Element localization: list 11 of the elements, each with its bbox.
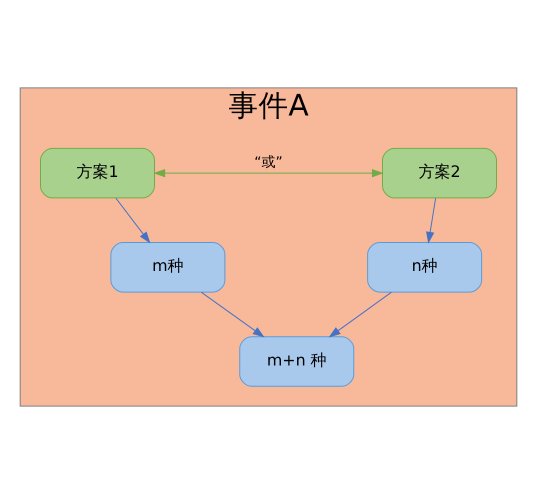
arrow bbox=[200, 292, 265, 338]
arrow bbox=[328, 292, 392, 338]
arrow bbox=[426, 198, 436, 244]
node-box: m+n 种 bbox=[239, 336, 354, 387]
node-box: n种 bbox=[367, 242, 482, 293]
node-box: 方案2 bbox=[382, 148, 497, 198]
arrow bbox=[153, 168, 384, 178]
node-box: m种 bbox=[110, 242, 226, 293]
node-box: 方案1 bbox=[40, 148, 155, 198]
arrow bbox=[116, 198, 150, 244]
edge-label: “或” bbox=[254, 154, 283, 170]
